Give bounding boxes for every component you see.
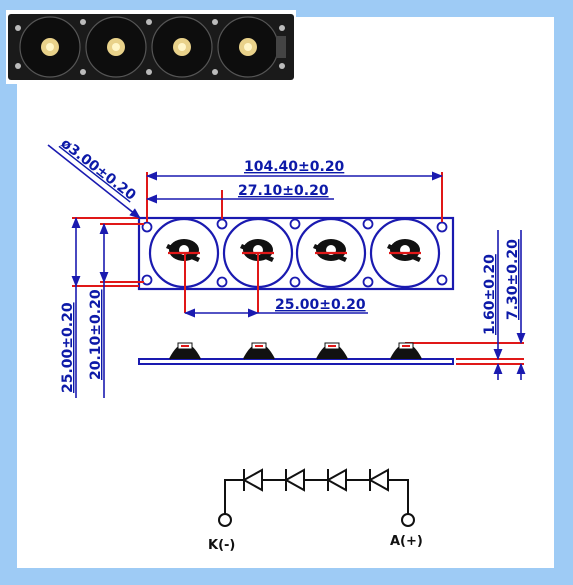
side-led-2 — [243, 342, 275, 360]
side-led-3 — [316, 342, 348, 360]
label-overall-length: 104.40±0.20 — [244, 159, 345, 175]
led-footprint-4 — [369, 217, 441, 289]
photo-led-2 — [85, 16, 147, 78]
led-body-3 — [313, 239, 347, 262]
side-led-4 — [390, 342, 422, 360]
mounting-holes — [141, 218, 448, 288]
led-body-4 — [387, 239, 421, 262]
led-bodies — [166, 239, 421, 262]
anode-terminal — [401, 513, 415, 527]
circuit-schematic — [218, 468, 415, 527]
dimension-lines — [47, 144, 526, 398]
diode-1 — [241, 468, 263, 492]
photo-led-3 — [151, 16, 213, 78]
photo-led-1 — [19, 16, 81, 78]
label-board-thickness: 1.60±0.20 — [482, 254, 498, 335]
side-led-1 — [169, 342, 201, 360]
diode-3 — [325, 468, 347, 492]
led-footprint-3 — [295, 217, 367, 289]
board-side-view — [138, 342, 454, 365]
label-hole-spacing: 20.10±0.20 — [88, 289, 104, 380]
diode-2 — [283, 468, 305, 492]
anode-label: A(+) — [390, 534, 423, 549]
label-board-height: 25.00±0.20 — [60, 302, 76, 393]
label-hole-to-led: 27.10±0.20 — [238, 183, 329, 199]
photo-connector-pads — [276, 36, 286, 58]
led-body-1 — [166, 239, 200, 262]
label-led-pitch: 25.00±0.20 — [275, 297, 366, 313]
diode-4 — [367, 468, 389, 492]
product-photo — [6, 10, 296, 84]
photo-leds — [19, 16, 279, 78]
cathode-terminal — [218, 513, 232, 527]
cathode-label: K(-) — [208, 538, 235, 553]
label-hole-diameter: ø3.00±0.20 — [58, 136, 139, 204]
photo-mounting-holes — [15, 19, 285, 75]
label-total-height: 7.30±0.20 — [505, 239, 521, 320]
